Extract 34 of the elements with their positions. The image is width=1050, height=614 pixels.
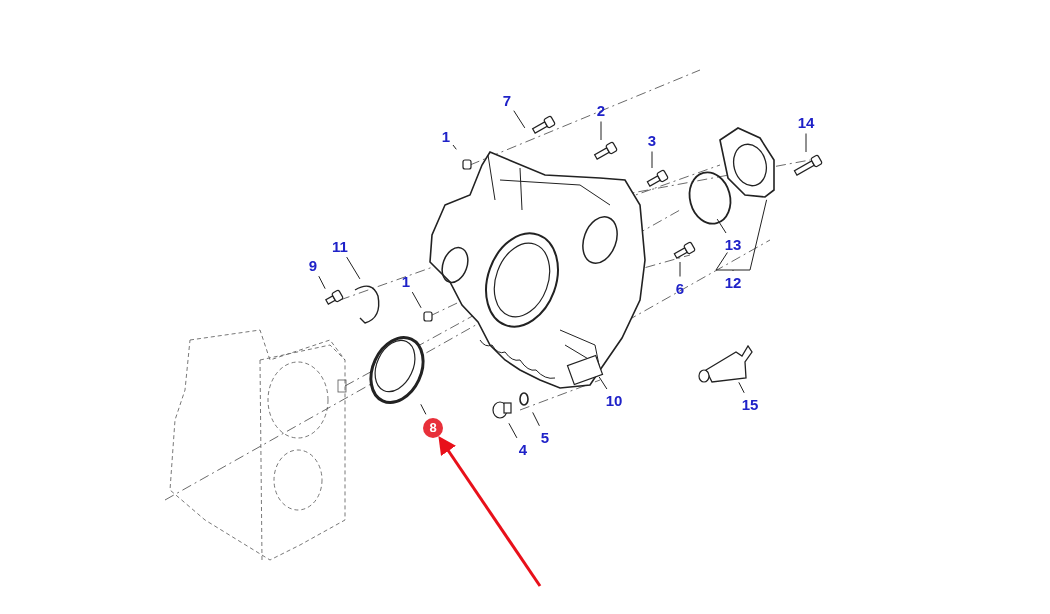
leader-line — [732, 199, 768, 271]
leader-line — [318, 275, 326, 290]
leader-line — [452, 144, 457, 150]
callout-number: 6 — [675, 280, 685, 296]
callout-number: 12 — [724, 274, 742, 290]
leader-line — [411, 291, 422, 309]
leader-line — [598, 376, 608, 390]
callout-number: 2 — [596, 102, 606, 118]
callout-number: 13 — [724, 236, 742, 252]
pointer-arrow — [438, 436, 542, 587]
callout-number: 1 — [401, 273, 411, 289]
leader-line — [805, 133, 807, 153]
callout-number: 5 — [540, 429, 550, 445]
leader-line — [508, 422, 518, 439]
callout-number: 4 — [518, 441, 528, 457]
leader-line — [738, 381, 745, 394]
leader-line — [420, 403, 427, 415]
leader-line — [513, 110, 526, 129]
callout-number: 3 — [647, 132, 657, 148]
callout-number: 10 — [605, 392, 623, 408]
leader-line — [600, 121, 602, 141]
leader-line — [679, 261, 681, 277]
leader-line — [716, 218, 727, 234]
leader-line — [651, 151, 653, 169]
highlighted-callout-number: 8 — [423, 418, 443, 438]
callout-number: 11 — [332, 238, 348, 254]
leader-line — [532, 411, 540, 427]
callout-number: 1 — [441, 128, 451, 144]
callout-number: 14 — [797, 114, 815, 130]
callout-number: 7 — [502, 92, 512, 108]
callout-number: 9 — [308, 257, 318, 273]
callout-number: 15 — [741, 396, 759, 412]
leader-line — [715, 252, 734, 271]
leader-line — [346, 256, 361, 280]
